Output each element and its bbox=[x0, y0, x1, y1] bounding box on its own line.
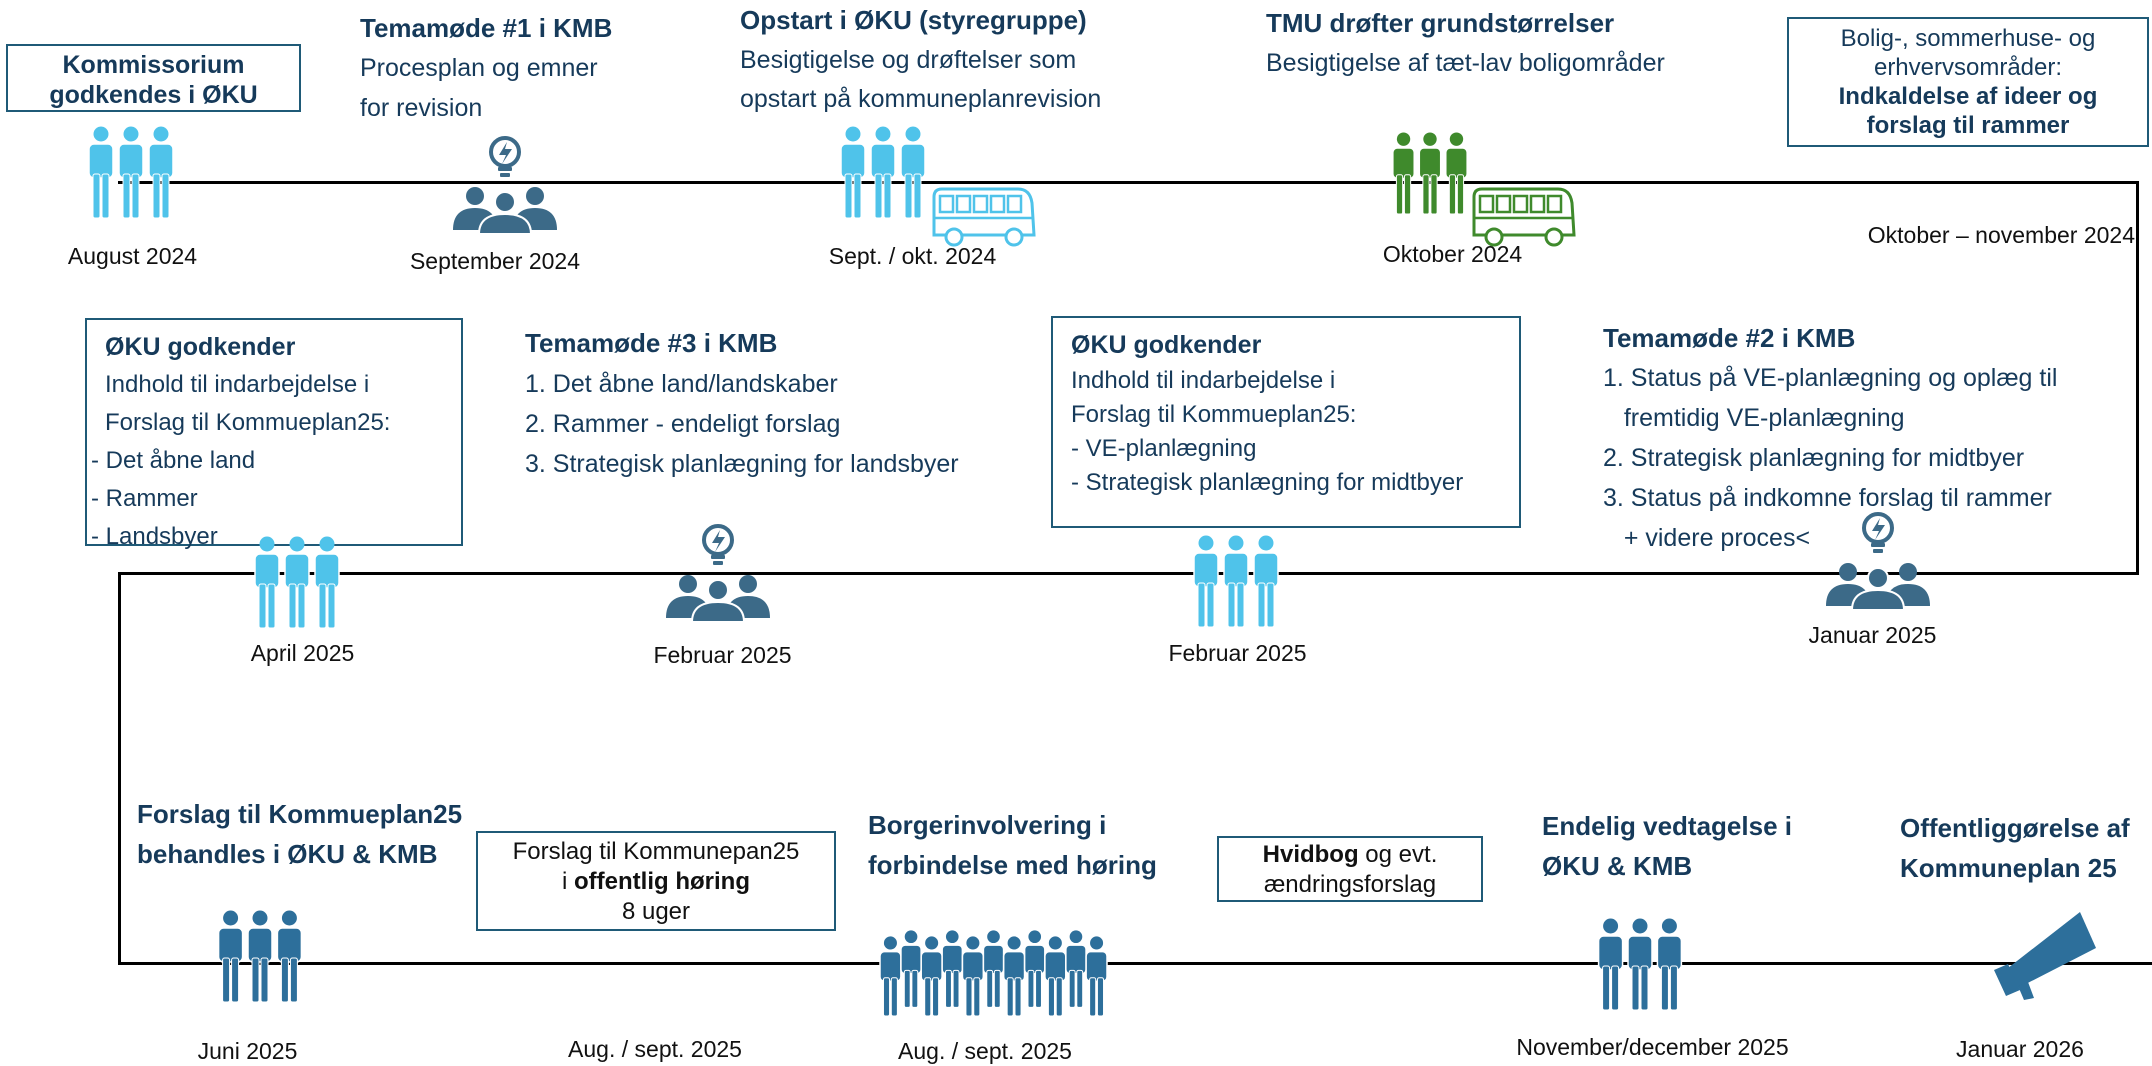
people-icon bbox=[832, 126, 934, 219]
event-date: September 2024 bbox=[409, 248, 581, 274]
event-date: Sept. / okt. 2024 bbox=[828, 243, 997, 269]
event-date: Aug. / sept. 2025 bbox=[568, 1036, 742, 1062]
event-text: Procesplan og emner bbox=[360, 54, 598, 82]
event-text: Besigtigelse af tæt-lav boligområder bbox=[1266, 49, 1665, 77]
event-date: Oktober – november 2024 bbox=[1867, 222, 2135, 248]
event-date: November/december 2025 bbox=[1516, 1034, 1789, 1060]
event-text: for revision bbox=[360, 94, 483, 122]
event-date: Februar 2025 bbox=[1168, 640, 1307, 666]
event-text: 2. Strategisk planlægning for midtbyer bbox=[1603, 444, 2025, 472]
event-date: Februar 2025 bbox=[653, 642, 792, 668]
event-text: 2. Rammer - endeligt forslag bbox=[525, 410, 841, 438]
box-bold: forslag til rammer bbox=[1866, 112, 2070, 139]
box-title: ØKU godkender bbox=[105, 333, 296, 361]
box-text-2: i offentlig høring bbox=[478, 867, 834, 897]
box-text-bold: offentlig høring bbox=[574, 868, 750, 895]
event-title: Opstart i ØKU (styregruppe) bbox=[740, 5, 1087, 35]
timeline-row-1 bbox=[118, 181, 2138, 184]
event-text: 1. Det åbne land/landskaber bbox=[525, 370, 838, 398]
bus-icon bbox=[930, 185, 1038, 247]
meeting-idea-icon bbox=[666, 522, 770, 623]
event-date: Oktober 2024 bbox=[1382, 241, 1523, 267]
event-title: Temamøde #3 i KMB bbox=[525, 328, 778, 358]
event-text: 3. Status på indkomne forslag til rammer bbox=[1603, 484, 2052, 512]
kommissorium-title-1: Kommissorium bbox=[62, 51, 245, 79]
people-icon bbox=[80, 126, 182, 219]
box-bold: Indkaldelse af ideer og bbox=[1838, 83, 2098, 110]
event-date: August 2024 bbox=[67, 243, 198, 269]
kommissorium-title-2: godkendes i ØKU bbox=[49, 81, 258, 109]
box-text-1: Hvidbog og evt. bbox=[1219, 840, 1481, 870]
event-title: TMU drøfter grundstørrelser bbox=[1266, 8, 1615, 38]
box-title: ØKU godkender bbox=[1071, 331, 1262, 359]
meeting-idea-icon bbox=[453, 134, 557, 235]
box-line: Indhold til indarbejdelse i bbox=[1071, 367, 1336, 394]
oku-godkender-box-1: ØKU godkender Indhold til indarbejdelse … bbox=[85, 318, 463, 550]
people-icon bbox=[1185, 535, 1287, 628]
box-text: ændringsforslag bbox=[1263, 871, 1437, 898]
box-line: - Landsbyer bbox=[91, 523, 218, 550]
timeline-row-3 bbox=[118, 962, 2152, 965]
event-date: Januar 2026 bbox=[1956, 1036, 2084, 1062]
crowd-icon bbox=[876, 930, 1111, 1017]
event-title: Offentliggørelse af bbox=[1900, 813, 2130, 843]
box-line: Indhold til indarbejdelse i bbox=[105, 371, 370, 398]
event-text: fremtidig VE-planlægning bbox=[1603, 404, 1905, 432]
timeline-connector-left bbox=[118, 572, 121, 965]
event-text: 3. Strategisk planlægning for landsbyer bbox=[525, 450, 959, 478]
meeting-idea-icon bbox=[1826, 510, 1930, 611]
event-text: opstart på kommuneplanrevision bbox=[740, 85, 1102, 113]
box-text: Bolig-, sommerhuse- og bbox=[1840, 25, 2096, 52]
box-line: Forslag til Kommueplan25: bbox=[105, 409, 391, 436]
event-title: Temamøde #2 i KMB bbox=[1603, 323, 1856, 353]
people-icon bbox=[1385, 132, 1475, 215]
box-line: - Rammer bbox=[91, 485, 198, 512]
event-title: Endelig vedtagelse i bbox=[1542, 811, 1792, 841]
people-icon bbox=[210, 910, 310, 1003]
event-title: Forslag til Kommueplan25 bbox=[137, 799, 463, 829]
box-text-pre: i bbox=[562, 868, 575, 895]
event-date: Januar 2025 bbox=[1808, 622, 1937, 648]
box-text-bold: Hvidbog bbox=[1262, 841, 1359, 868]
box-line: Forslag til Kommueplan25: bbox=[1071, 401, 1357, 428]
hoering-box: Forslag til Kommunepan25 i offentlig hør… bbox=[476, 831, 836, 931]
box-text: 8 uger bbox=[621, 898, 691, 925]
timeline-connector-right bbox=[2136, 181, 2139, 574]
timeline-row-2 bbox=[118, 572, 2139, 575]
indkaldelse-box: Bolig-, sommerhuse- og erhvervsområder: … bbox=[1787, 17, 2149, 147]
event-title: forbindelse med høring bbox=[868, 850, 1157, 880]
event-date: April 2025 bbox=[250, 640, 355, 666]
event-title: ØKU & KMB bbox=[1542, 851, 1693, 881]
oku-godkender-box-2: ØKU godkender Indhold til indarbejdelse … bbox=[1051, 316, 1521, 528]
box-line: - VE-planlægning bbox=[1071, 435, 1257, 462]
event-date: Aug. / sept. 2025 bbox=[898, 1038, 1072, 1064]
people-icon bbox=[246, 536, 348, 629]
bus-icon bbox=[1470, 185, 1578, 247]
box-line: - Strategisk planlægning for midtbyer bbox=[1071, 469, 1464, 496]
event-title: Kommuneplan 25 bbox=[1900, 853, 2117, 883]
event-text: + videre proces< bbox=[1603, 524, 1811, 552]
hvidbog-box: Hvidbog og evt. ændringsforslag bbox=[1217, 836, 1483, 902]
box-text-rest: og evt. bbox=[1358, 841, 1438, 868]
box-text: Forslag til Kommunepan25 bbox=[512, 838, 800, 865]
event-title: Borgerinvolvering i bbox=[868, 810, 1107, 840]
kommissorium-box: Kommissorium godkendes i ØKU bbox=[6, 44, 301, 112]
event-text: 1. Status på VE-planlægning og oplæg til bbox=[1603, 364, 2058, 392]
event-title: behandles i ØKU & KMB bbox=[137, 839, 438, 869]
box-line: - Det åbne land bbox=[91, 447, 256, 474]
event-title: Temamøde #1 i KMB bbox=[360, 13, 613, 43]
box-list: Indhold til indarbejdelse i Forslag til … bbox=[1071, 364, 1519, 500]
box-list: Indhold til indarbejdelse i Forslag til … bbox=[91, 366, 461, 556]
box-text: erhvervsområder: bbox=[1873, 54, 2063, 81]
event-text: Besigtigelse og drøftelser som bbox=[740, 46, 1077, 74]
people-icon bbox=[1590, 918, 1690, 1011]
megaphone-icon bbox=[1988, 908, 2100, 1000]
event-date: Juni 2025 bbox=[197, 1038, 298, 1064]
